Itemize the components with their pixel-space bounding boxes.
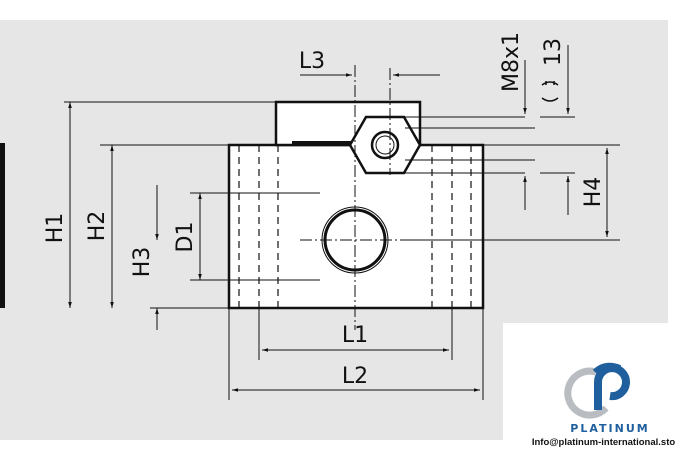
label-h4: H4	[581, 177, 606, 208]
contact-email: Info@platinum-international.store	[532, 437, 675, 448]
hex-nut	[348, 115, 422, 175]
housing-drawing	[64, 45, 620, 400]
housing-body	[227, 143, 485, 310]
label-wrench-size: 13	[541, 38, 566, 66]
label-l3: L3	[299, 49, 325, 74]
label-h1: H1	[43, 213, 68, 244]
label-l1: L1	[342, 323, 368, 348]
label-l2: L2	[342, 364, 368, 389]
logo-panel	[503, 323, 675, 450]
edge-mark	[0, 143, 5, 308]
wrench-icon	[541, 81, 559, 102]
platinum-logo	[564, 362, 630, 419]
label-h2: H2	[85, 211, 110, 242]
label-h3: H3	[130, 247, 155, 278]
label-d1: D1	[173, 222, 198, 253]
label-thread: M8x1	[499, 32, 524, 92]
brand-name: PLATINUM	[570, 422, 649, 435]
